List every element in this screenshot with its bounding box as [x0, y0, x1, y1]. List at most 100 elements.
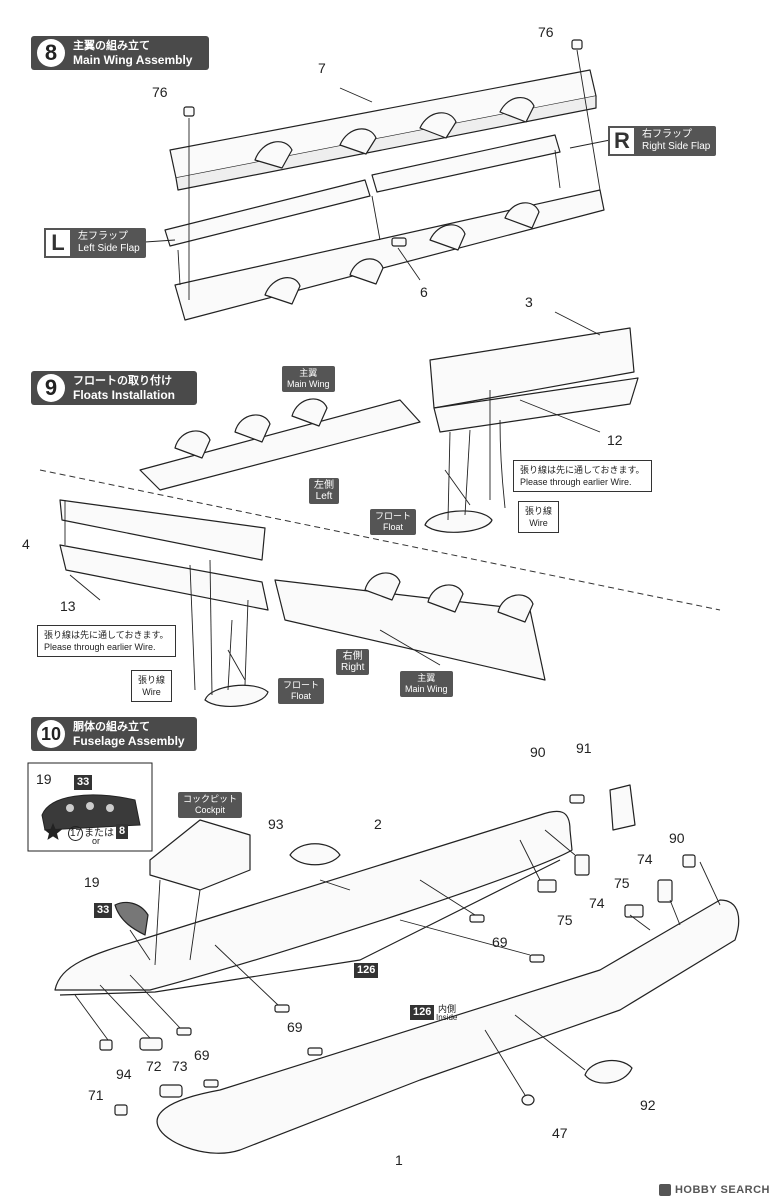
part-93-canopy [289, 843, 341, 866]
tag-jp: 右側 [342, 651, 363, 662]
part-number: 71 [88, 1087, 104, 1103]
wingtip-upper-4 [59, 499, 266, 561]
step-title-jp: フロートの取り付け [73, 375, 172, 387]
tag-jp: 主翼 [417, 673, 436, 683]
hobby-search-logo-icon [658, 1184, 671, 1196]
decal-8: 8 [116, 824, 129, 839]
part-number: 19 [84, 874, 100, 890]
step-number: 9 [37, 374, 65, 402]
part-number: 76 [538, 24, 554, 40]
step-number: 8 [37, 39, 65, 67]
inside-label-en: Inside [436, 1013, 458, 1022]
left-side-tag: 左側 Left [309, 478, 339, 504]
step-title-en: Main Wing Assembly [73, 53, 193, 67]
part-number: 69 [194, 1047, 210, 1063]
part-number: 90 [530, 744, 546, 760]
tag-jp: フロート [283, 680, 320, 690]
wingtip-upper-3 [429, 327, 635, 409]
label-en: Left Side Flap [78, 243, 140, 254]
part-number: 7 [318, 60, 326, 76]
or-text-jp: または [84, 828, 114, 839]
part-number: 91 [576, 740, 592, 756]
decal-33: 33 [94, 903, 113, 918]
float-right-side [204, 684, 269, 707]
step-10-header: 10 胴体の組み立て Fuselage Assembly [31, 717, 197, 751]
part-number: 90 [669, 830, 685, 846]
step-title-en: Floats Installation [73, 388, 176, 402]
part-number: 73 [172, 1058, 188, 1074]
tag-jp: 左側 [314, 480, 334, 491]
wire-tag: 張り線 Wire [518, 501, 560, 533]
tag-jp: 主翼 [299, 368, 318, 378]
part-number: 3 [525, 294, 533, 310]
fuselage-right-half-2 [54, 810, 573, 991]
step-number: 10 [37, 720, 65, 748]
tag-en: Float [383, 522, 404, 532]
part-number: 92 [640, 1097, 656, 1113]
float-tag: フロート Float [370, 509, 417, 535]
left-flap-label: L 左フラップ Left Side Flap [44, 228, 146, 258]
side-letter: L [44, 228, 72, 258]
decal-33: 33 [74, 775, 93, 790]
note-en: Wire [142, 687, 161, 697]
step-8-header: 8 主翼の組み立て Main Wing Assembly [31, 36, 209, 70]
inside-label-jp: 内側 [438, 1004, 457, 1014]
part-number: 47 [552, 1125, 568, 1141]
part-number: 75 [557, 912, 573, 928]
tag-en: Main Wing [405, 684, 448, 694]
decal-17: 17 [68, 826, 83, 841]
part-number: 94 [116, 1066, 132, 1082]
note-jp: 張り線 [525, 506, 553, 516]
watermark: HOBBY SEARCH [658, 1184, 770, 1196]
label-en: Right Side Flap [642, 141, 711, 152]
main-wing-tag: 主翼 Main Wing [400, 671, 453, 697]
watermark-text: HOBBY SEARCH [674, 1184, 770, 1196]
right-flap-label: R 右フラップ Right Side Flap [608, 126, 717, 156]
lower-wing-panel [174, 189, 605, 321]
cockpit-assembly [149, 819, 251, 891]
tag-en: Cockpit [195, 805, 226, 815]
upper-wing-panel [169, 69, 597, 179]
step-title-en: Fuselage Assembly [73, 734, 185, 748]
wire-note: 張り線は先に通しておきます。 Please through earlier Wi… [37, 625, 176, 657]
part-number: 75 [614, 875, 630, 891]
part-number: 69 [492, 934, 508, 950]
tag-jp: コックピット [183, 794, 238, 804]
note-jp: 張り線 [138, 675, 166, 685]
part-number: 12 [607, 432, 623, 448]
tag-en: Float [291, 691, 312, 701]
tag-en: Main Wing [287, 379, 330, 389]
main-wing-right [274, 579, 546, 681]
part-number: 6 [420, 284, 428, 300]
right-flap [371, 134, 561, 193]
part-number: 2 [374, 816, 382, 832]
label-jp: 左フラップ [78, 231, 128, 242]
part-number: 74 [637, 851, 653, 867]
main-wing-tag: 主翼 Main Wing [282, 366, 335, 392]
note-jp: 張り線は先に通しておきます。 [520, 465, 645, 475]
tag-en: Right [341, 662, 365, 673]
note-en: Please through earlier Wire. [520, 477, 632, 487]
part-number: 19 [36, 771, 52, 787]
wire-note: 張り線は先に通しておきます。 Please through earlier Wi… [513, 460, 652, 492]
part-number: 74 [589, 895, 605, 911]
part-number: 4 [22, 536, 30, 552]
tag-jp: フロート [375, 511, 412, 521]
or-text-en: or [92, 836, 101, 846]
step-title-jp: 主翼の組み立て [73, 40, 150, 52]
step-9-header: 9 フロートの取り付け Floats Installation [31, 371, 197, 405]
part-number: 72 [146, 1058, 162, 1074]
star-mark-icon [44, 823, 62, 840]
part-number: 13 [60, 598, 76, 614]
note-en: Wire [529, 518, 548, 528]
decal-126: 126 [354, 963, 379, 978]
part-number: 76 [152, 84, 168, 100]
tag-en: Left [315, 491, 333, 502]
part-number: 93 [268, 816, 284, 832]
step-title-jp: 胴体の組み立て [73, 721, 150, 733]
left-flap [164, 179, 371, 247]
label-jp: 右フラップ [642, 129, 692, 140]
part-92-canopy [584, 1059, 633, 1084]
part-91 [609, 784, 636, 831]
